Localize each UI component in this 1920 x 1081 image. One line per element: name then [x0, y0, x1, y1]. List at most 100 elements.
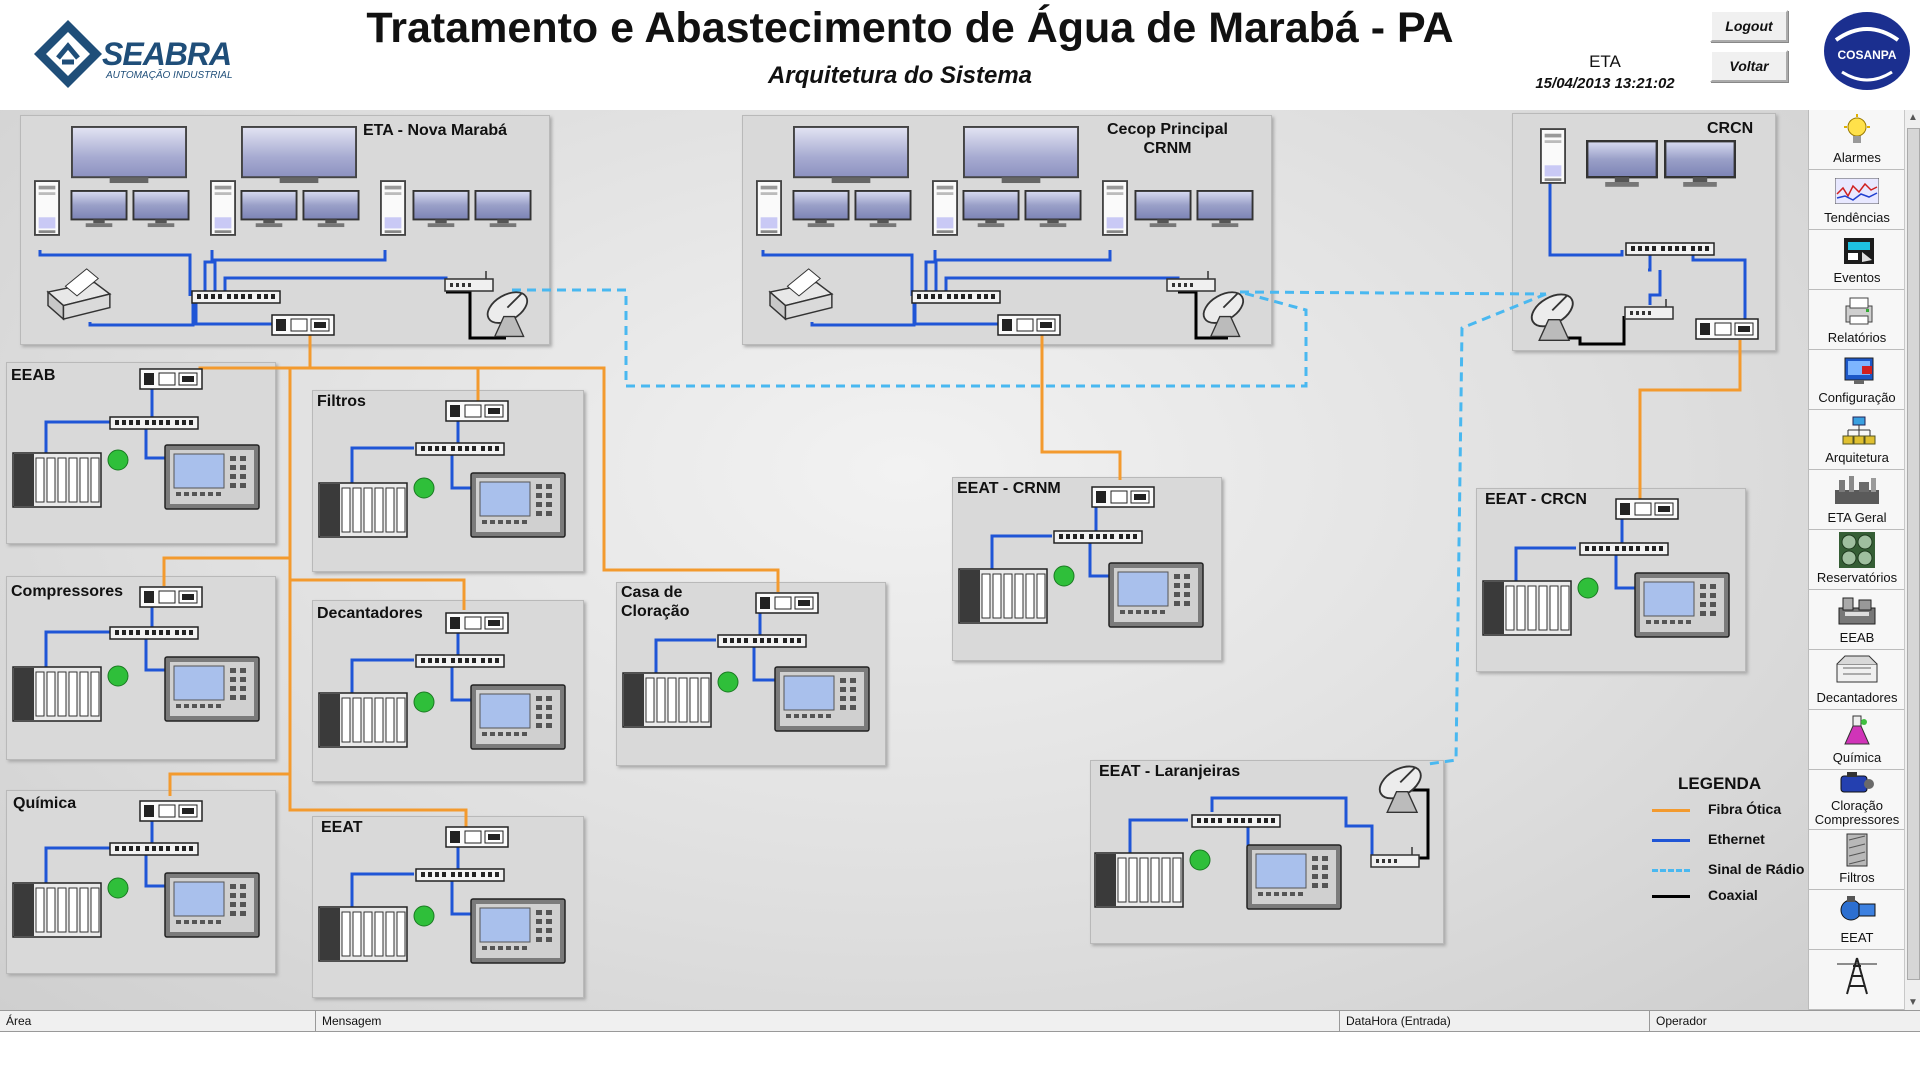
- tower-icon: [1837, 957, 1877, 995]
- legend-label: Coaxial: [1708, 887, 1758, 903]
- plant-icon: [1835, 476, 1879, 504]
- back-button[interactable]: Voltar: [1710, 50, 1788, 82]
- architecture-diagram: ETA - Nova Marabá Cecop Principal CRNM C…: [0, 110, 1808, 1010]
- nav-eta-geral[interactable]: ETA Geral: [1809, 470, 1905, 530]
- station-label: Cecop Principal CRNM: [1107, 120, 1228, 158]
- nav-label: Reservatórios: [1816, 570, 1898, 585]
- eta-devices: [34, 126, 534, 338]
- nav-reservatorios[interactable]: Reservatórios: [1809, 530, 1905, 590]
- nav-label: Filtros: [1839, 870, 1875, 885]
- nav-label: Eventos: [1833, 270, 1881, 285]
- lightbulb-icon: [1844, 114, 1870, 143]
- legend-label: Sinal de Rádio: [1708, 861, 1805, 877]
- station-label-line2: Cloração: [621, 603, 690, 620]
- eeat-crcn-devices: [1482, 498, 1730, 638]
- nav-arquitetura[interactable]: Arquitetura: [1809, 410, 1905, 470]
- station-label: Decantadores: [317, 605, 423, 622]
- eeat-crnm-devices: [958, 486, 1204, 628]
- scroll-up-arrow[interactable]: ▲: [1908, 112, 1918, 123]
- column-mensagem[interactable]: Mensagem: [316, 1011, 1340, 1031]
- station-label: EEAT - CRNM: [957, 480, 1061, 497]
- compressor-icon: [1840, 772, 1874, 793]
- nav-label: Relatórios: [1827, 330, 1887, 345]
- seabra-logo: SEABRA AUTOMAÇÃO INDUSTRIAL: [32, 18, 242, 98]
- nav-configuracao[interactable]: Configuração: [1809, 350, 1905, 410]
- architecture-icon: [1842, 416, 1876, 445]
- nav-label: Alarmes: [1833, 150, 1881, 165]
- station-label: CRCN: [1707, 120, 1754, 137]
- legend: LEGENDA Fibra Ótica Ethernet Sinal de Rá…: [1640, 774, 1804, 1024]
- side-navigation: Alarmes Tendências Eventos Relatórios Co…: [1808, 110, 1905, 1010]
- report-icon: [1845, 297, 1873, 325]
- status-indicator: [413, 691, 435, 713]
- fiber-swatch: [1652, 809, 1690, 812]
- page-title: Tratamento e Abastecimento de Água de Ma…: [366, 4, 1454, 52]
- crcn-devices: [1528, 128, 1759, 342]
- column-operador[interactable]: Operador: [1656, 1014, 1707, 1028]
- flask-icon: [1844, 715, 1870, 745]
- nav-label: Química: [1832, 750, 1882, 765]
- station-label: Casa de Cloração: [621, 583, 689, 621]
- events-icon: [1844, 238, 1874, 264]
- alarm-table-body[interactable]: [0, 1032, 1920, 1081]
- cecop-devices: [756, 126, 1254, 338]
- nav-eeab[interactable]: EEAB: [1809, 590, 1905, 650]
- column-datahora[interactable]: DataHora (Entrada): [1340, 1011, 1650, 1031]
- config-icon: [1844, 357, 1874, 384]
- radio-links: [512, 288, 1547, 766]
- status-indicator: [1053, 565, 1075, 587]
- station-label-line1: Casa de: [621, 584, 683, 601]
- nav-quimica[interactable]: Química: [1809, 710, 1905, 770]
- station-label-line1: Cecop Principal: [1107, 121, 1228, 138]
- legend-title: LEGENDA: [1678, 774, 1762, 793]
- datetime-label: 15/04/2013 13:21:02: [1535, 75, 1675, 92]
- quimica-devices: [12, 800, 260, 938]
- nav-filtros[interactable]: Filtros: [1809, 830, 1905, 890]
- casa-cloracao-devices: [622, 592, 870, 732]
- nav-label: Cloração Compressores: [1814, 798, 1900, 827]
- eeab-devices: [12, 368, 260, 510]
- coaxial-links: [446, 290, 1626, 860]
- status-indicator: [1577, 577, 1599, 599]
- nav-decantadores[interactable]: Decantadores: [1809, 650, 1905, 710]
- decantadores-devices: [318, 612, 566, 750]
- logout-button[interactable]: Logout: [1710, 10, 1788, 42]
- station-label: Química: [13, 795, 77, 812]
- nav-alarmes[interactable]: Alarmes: [1809, 110, 1905, 170]
- nav-eeat[interactable]: EEAT: [1809, 890, 1905, 950]
- page-subtitle: Arquitetura do Sistema: [767, 62, 1033, 89]
- side-nav-scrollbar[interactable]: ▲ ▼: [1904, 110, 1920, 1010]
- cosanpa-logo: COSANPA: [1824, 12, 1910, 90]
- station-label-line2: CRNM: [1143, 140, 1192, 157]
- scroll-thumb[interactable]: [1907, 128, 1920, 980]
- status-indicator: [413, 905, 435, 927]
- seabra-brand-sub: AUTOMAÇÃO INDUSTRIAL: [106, 70, 233, 81]
- svg-text:COSANPA: COSANPA: [1837, 48, 1896, 62]
- nav-label: Decantadores: [1816, 690, 1898, 705]
- nav-cloracao-compressores[interactable]: Cloração Compressores: [1809, 770, 1905, 830]
- nav-relatorios[interactable]: Relatórios: [1809, 290, 1905, 350]
- nav-label: EEAB: [1839, 630, 1875, 645]
- compressores-devices: [12, 586, 260, 722]
- station-label: EEAB: [11, 367, 56, 384]
- nav-torre[interactable]: [1809, 950, 1905, 1010]
- nav-label: Configuração: [1818, 390, 1896, 405]
- header: SEABRA AUTOMAÇÃO INDUSTRIAL Tratamento e…: [0, 0, 1920, 110]
- column-area[interactable]: Área: [0, 1011, 316, 1031]
- seabra-brand: SEABRA: [102, 36, 232, 72]
- station-label: ETA - Nova Marabá: [363, 122, 508, 139]
- station-label: Filtros: [317, 393, 366, 410]
- station-label: EEAT: [321, 819, 363, 836]
- fiber-optic-links: [162, 326, 1742, 830]
- nav-tendencias[interactable]: Tendências: [1809, 170, 1905, 230]
- ethernet-links: [38, 182, 1747, 916]
- network-links: [12, 126, 1759, 964]
- filter-icon: [1846, 833, 1868, 867]
- location-label: ETA: [1589, 52, 1621, 71]
- nav-eventos[interactable]: Eventos: [1809, 230, 1905, 290]
- seabra-logo-icon: [34, 20, 102, 88]
- scroll-down-arrow[interactable]: ▼: [1908, 997, 1918, 1008]
- nav-label: Arquitetura: [1825, 450, 1889, 465]
- trend-chart-icon: [1835, 178, 1879, 204]
- nav-label: EEAT: [1840, 930, 1874, 945]
